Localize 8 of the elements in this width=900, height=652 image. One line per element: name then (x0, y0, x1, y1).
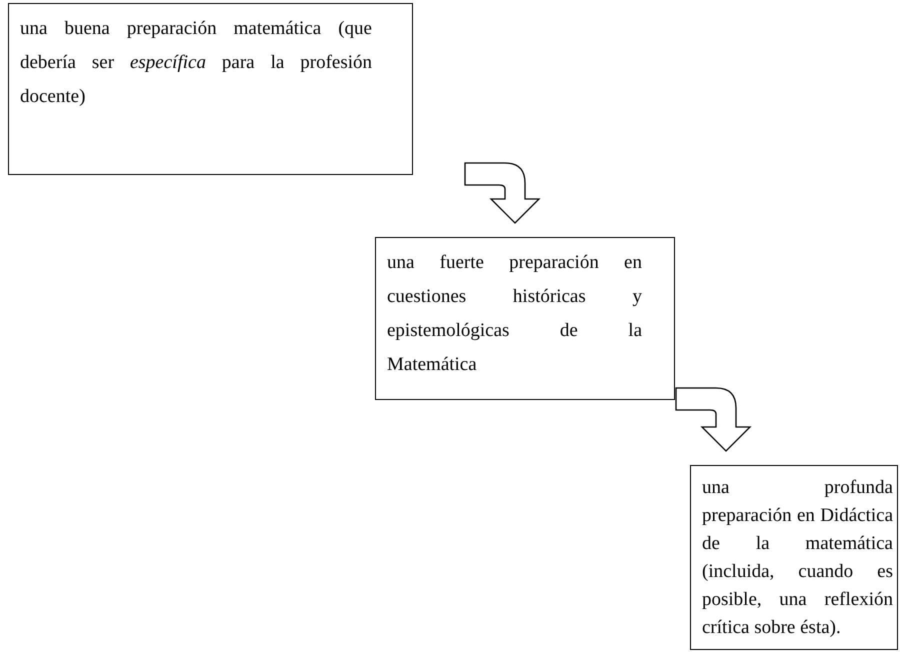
text-box (690, 465, 898, 650)
curved-block-arrow (464, 162, 540, 224)
box-text: una buena preparación matemática (que debería ser específica para la profesión docente) (20, 17, 372, 109)
box-text: una profunda preparación en Didáctica de la matemática (incluida, cuando es posible, una reflexión crítica sobre ésta). (702, 476, 893, 640)
text-box (8, 3, 413, 175)
text-box (375, 237, 675, 400)
curved-block-arrow (675, 387, 751, 452)
box-text: una fuerte preparación en cuestiones históricas y epistemológicas de la Matemática (387, 251, 642, 377)
